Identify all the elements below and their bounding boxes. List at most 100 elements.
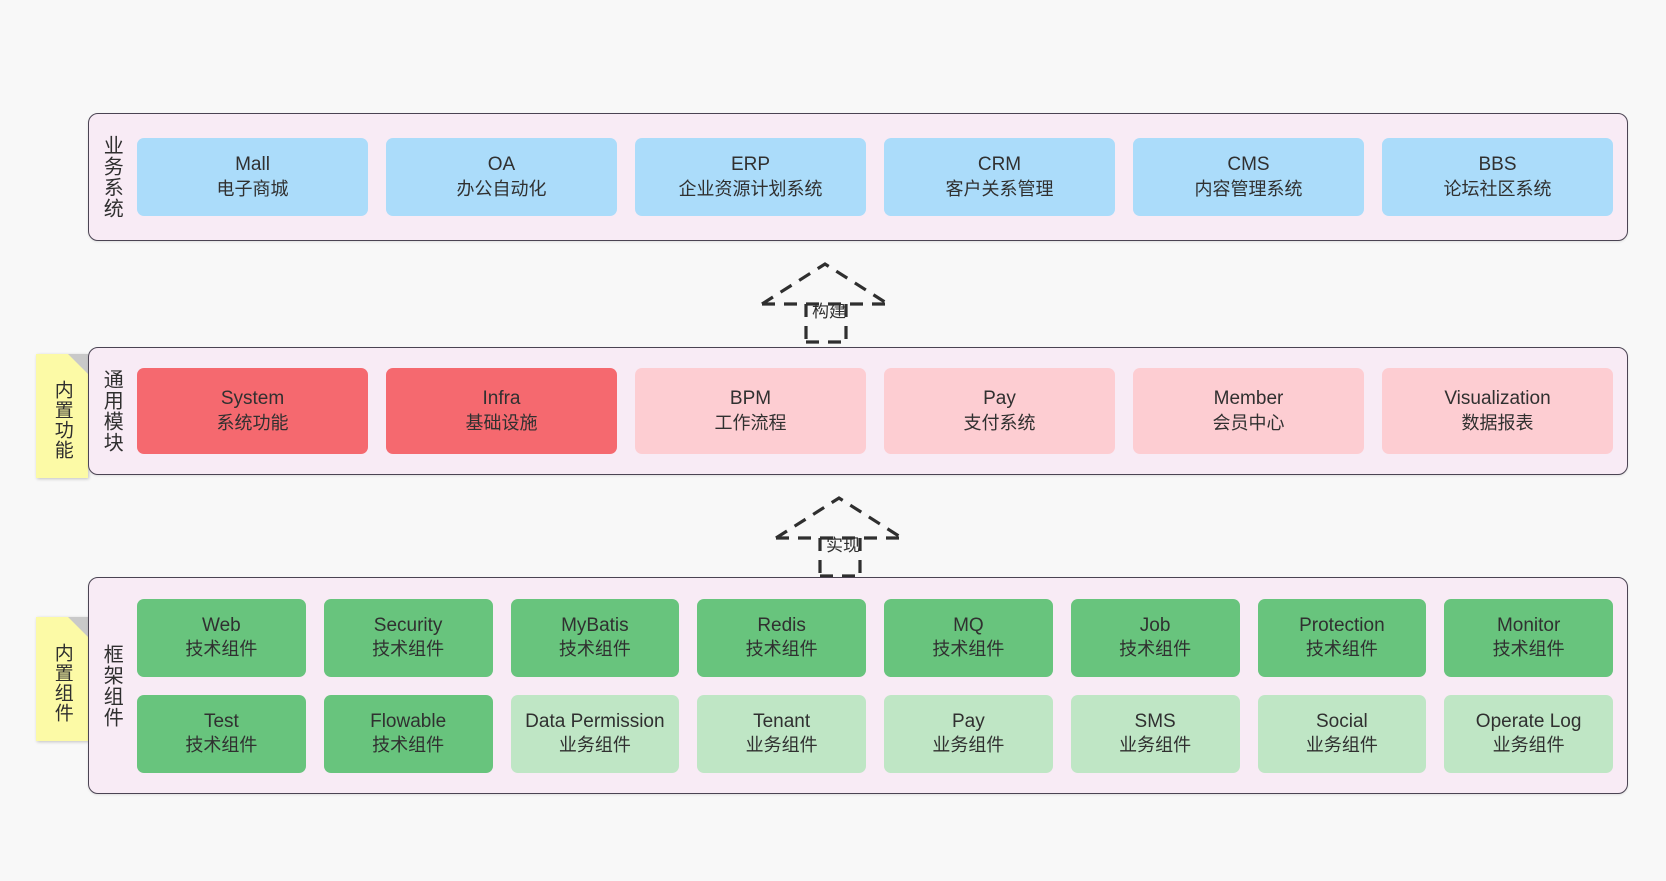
- card-title-en: Test: [203, 710, 239, 732]
- connector-build: 构建: [756, 258, 906, 344]
- card-title-cn: 数据报表: [1461, 412, 1534, 433]
- card-title-cn: 技术组件: [185, 639, 258, 660]
- layer-title-business-systems: 业务系统: [100, 135, 123, 219]
- card-title-cn: 技术组件: [1305, 639, 1378, 660]
- layer-title-framework-components: 框架组件: [100, 643, 123, 728]
- implement-arrow-icon: [775, 496, 903, 578]
- card-title-cn: 论坛社区系统: [1443, 178, 1552, 199]
- note-label: 内置组件: [51, 643, 73, 723]
- note-fold-icon: [68, 617, 88, 637]
- card-protection[interactable]: Protection 技术组件: [1257, 598, 1427, 677]
- card-title-en: Infra: [482, 388, 521, 410]
- card-title-cn: 业务组件: [932, 735, 1005, 756]
- card-title-cn: 业务组件: [558, 735, 631, 756]
- card-title-en: Web: [202, 614, 241, 636]
- card-pay-module[interactable]: Pay 支付系统: [884, 368, 1115, 454]
- card-title-cn: 技术组件: [185, 735, 258, 756]
- card-redis[interactable]: Redis 技术组件: [697, 598, 866, 677]
- card-job[interactable]: Job 技术组件: [1070, 598, 1240, 677]
- card-pay-component[interactable]: Pay 业务组件: [884, 694, 1053, 773]
- card-infra[interactable]: Infra 基础设施: [386, 368, 617, 454]
- card-title-cn: 业务组件: [1305, 735, 1378, 756]
- card-title-en: Tenant: [753, 710, 811, 732]
- card-security[interactable]: Security 技术组件: [323, 598, 493, 677]
- card-title-cn: 客户关系管理: [945, 178, 1054, 199]
- card-row: Mall 电子商城 OA 办公自动化 ERP 企业资源计划系统 CRM 客户关系…: [137, 138, 1613, 216]
- card-title-en: MQ: [953, 614, 984, 636]
- card-visualization[interactable]: Visualization 数据报表: [1382, 368, 1613, 454]
- layer-body-common-modules: System 系统功能 Infra 基础设施 BPM 工作流程 Pay 支付系统…: [133, 348, 1627, 474]
- card-crm[interactable]: CRM 客户关系管理: [884, 138, 1115, 216]
- card-test[interactable]: Test 技术组件: [137, 694, 306, 773]
- layer-framework-components: 框架组件 Web 技术组件 Security 技术组件 MyBatis 技术组件…: [88, 577, 1628, 794]
- card-title-en: Job: [1139, 614, 1171, 636]
- card-title-en: Visualization: [1444, 388, 1551, 410]
- card-title-en: Monitor: [1496, 614, 1561, 636]
- card-title-en: BPM: [729, 388, 772, 410]
- card-title-cn: 技术组件: [372, 735, 445, 756]
- layer-title-common-modules: 通用模块: [100, 369, 123, 453]
- card-data-permission[interactable]: Data Permission 业务组件: [510, 694, 680, 773]
- card-title-en: Member: [1213, 388, 1284, 410]
- card-erp[interactable]: ERP 企业资源计划系统: [635, 138, 866, 216]
- card-title-en: Security: [373, 614, 443, 636]
- card-title-cn: 技术组件: [1119, 639, 1192, 660]
- card-title-cn: 业务组件: [745, 735, 818, 756]
- card-title-en: Pay: [952, 710, 985, 732]
- card-title-cn: 技术组件: [932, 639, 1005, 660]
- card-operate-log[interactable]: Operate Log 业务组件: [1444, 694, 1613, 773]
- card-title-cn: 系统功能: [216, 412, 289, 433]
- card-bbs[interactable]: BBS 论坛社区系统: [1382, 138, 1613, 216]
- card-title-cn: 技术组件: [745, 639, 818, 660]
- card-tenant[interactable]: Tenant 业务组件: [697, 694, 866, 773]
- card-row: Web 技术组件 Security 技术组件 MyBatis 技术组件 Redi…: [137, 598, 1613, 677]
- card-mybatis[interactable]: MyBatis 技术组件: [510, 598, 680, 677]
- card-cms[interactable]: CMS 内容管理系统: [1133, 138, 1364, 216]
- note-fold-icon: [68, 354, 88, 374]
- card-bpm[interactable]: BPM 工作流程: [635, 368, 866, 454]
- card-title-en: MyBatis: [561, 614, 629, 636]
- layer-body-framework-components: Web 技术组件 Security 技术组件 MyBatis 技术组件 Redi…: [133, 578, 1627, 793]
- layer-business-systems: 业务系统 Mall 电子商城 OA 办公自动化 ERP 企业资源计划系统 CRM…: [88, 113, 1628, 241]
- card-oa[interactable]: OA 办公自动化: [386, 138, 617, 216]
- card-mq[interactable]: MQ 技术组件: [884, 598, 1053, 677]
- connector-implement: 实现: [770, 492, 920, 578]
- card-title-en: OA: [487, 154, 516, 176]
- card-title-en: Social: [1316, 710, 1368, 732]
- card-title-en: CMS: [1227, 154, 1270, 176]
- connector-label-implement: 实现: [826, 536, 860, 555]
- note-builtin-features: 内置功能: [36, 354, 88, 478]
- card-social[interactable]: Social 业务组件: [1257, 694, 1427, 773]
- card-monitor[interactable]: Monitor 技术组件: [1444, 598, 1613, 677]
- build-arrow-icon: [761, 262, 889, 344]
- card-title-cn: 技术组件: [558, 639, 631, 660]
- card-title-cn: 电子商城: [216, 178, 289, 199]
- card-title-en: Mall: [235, 154, 270, 176]
- card-member[interactable]: Member 会员中心: [1133, 368, 1364, 454]
- card-title-en: Redis: [757, 614, 806, 636]
- card-title-en: CRM: [977, 154, 1022, 176]
- card-flowable[interactable]: Flowable 技术组件: [323, 694, 493, 773]
- card-title-cn: 业务组件: [1119, 735, 1192, 756]
- card-web[interactable]: Web 技术组件: [137, 598, 306, 677]
- card-title-en: Pay: [983, 388, 1016, 410]
- card-mall[interactable]: Mall 电子商城: [137, 138, 368, 216]
- card-title-en: Operate Log: [1475, 710, 1582, 732]
- card-title-cn: 业务组件: [1492, 735, 1565, 756]
- card-title-en: BBS: [1478, 154, 1517, 176]
- card-title-cn: 工作流程: [714, 412, 787, 433]
- card-title-en: SMS: [1134, 710, 1176, 732]
- note-builtin-components: 内置组件: [36, 617, 88, 741]
- card-title-cn: 会员中心: [1212, 412, 1285, 433]
- card-title-en: Flowable: [370, 710, 447, 732]
- card-title-cn: 企业资源计划系统: [678, 178, 823, 199]
- card-system[interactable]: System 系统功能: [137, 368, 368, 454]
- card-title-cn: 基础设施: [465, 412, 538, 433]
- note-label: 内置功能: [51, 380, 73, 460]
- card-title-en: Data Permission: [525, 710, 665, 732]
- card-title-cn: 技术组件: [372, 639, 445, 660]
- card-sms[interactable]: SMS 业务组件: [1070, 694, 1240, 773]
- card-title-en: Protection: [1299, 614, 1385, 636]
- card-title-en: ERP: [730, 154, 771, 176]
